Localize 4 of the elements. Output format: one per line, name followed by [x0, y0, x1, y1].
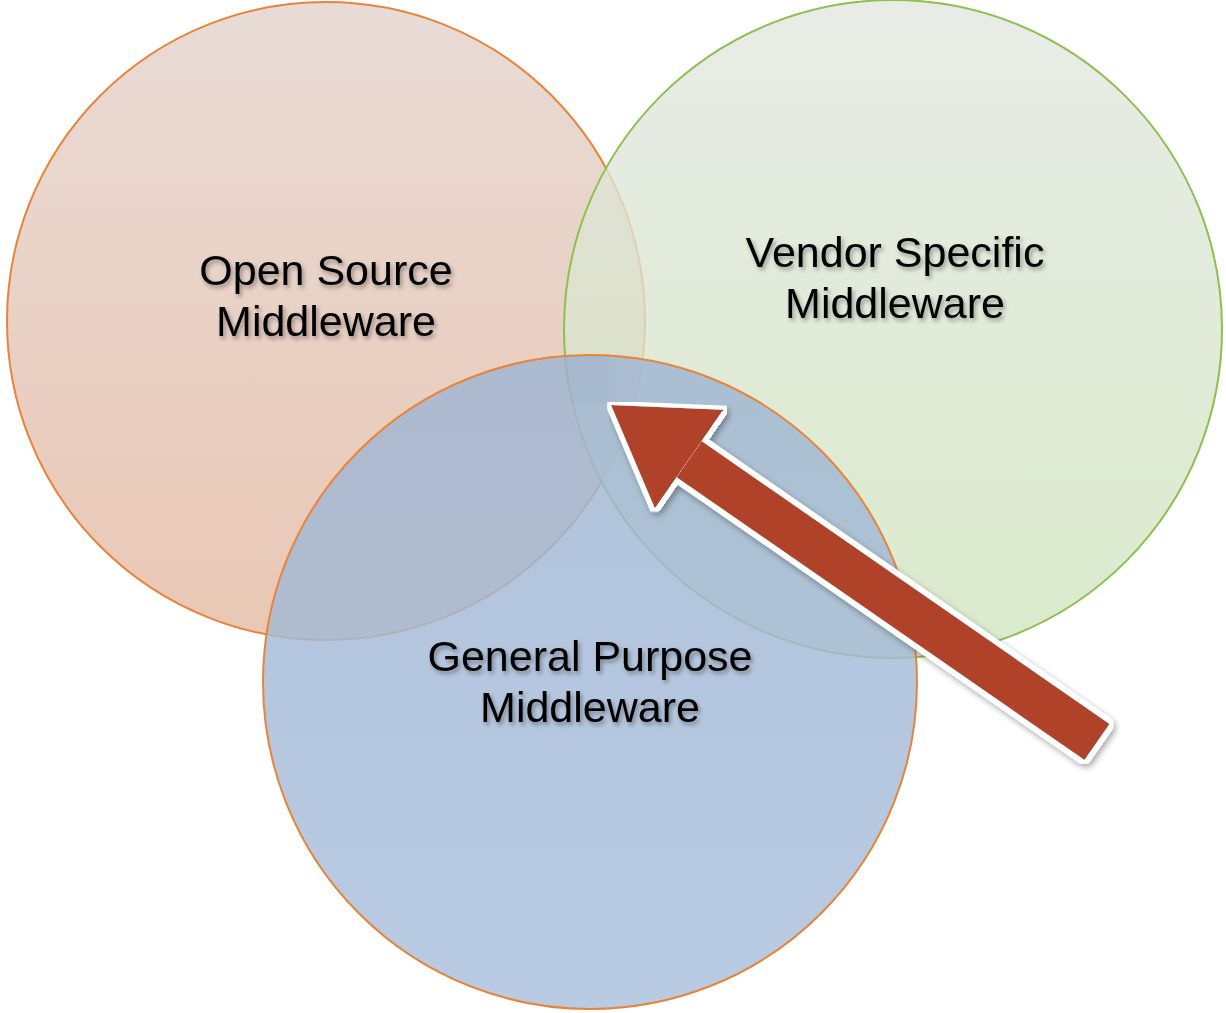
- circle-label: General Purpose Middleware: [426, 631, 754, 733]
- circle-label: Vendor Specific Middleware: [744, 227, 1046, 329]
- block-arrow: [611, 405, 1110, 761]
- circle-label: Open Source Middleware: [198, 245, 454, 347]
